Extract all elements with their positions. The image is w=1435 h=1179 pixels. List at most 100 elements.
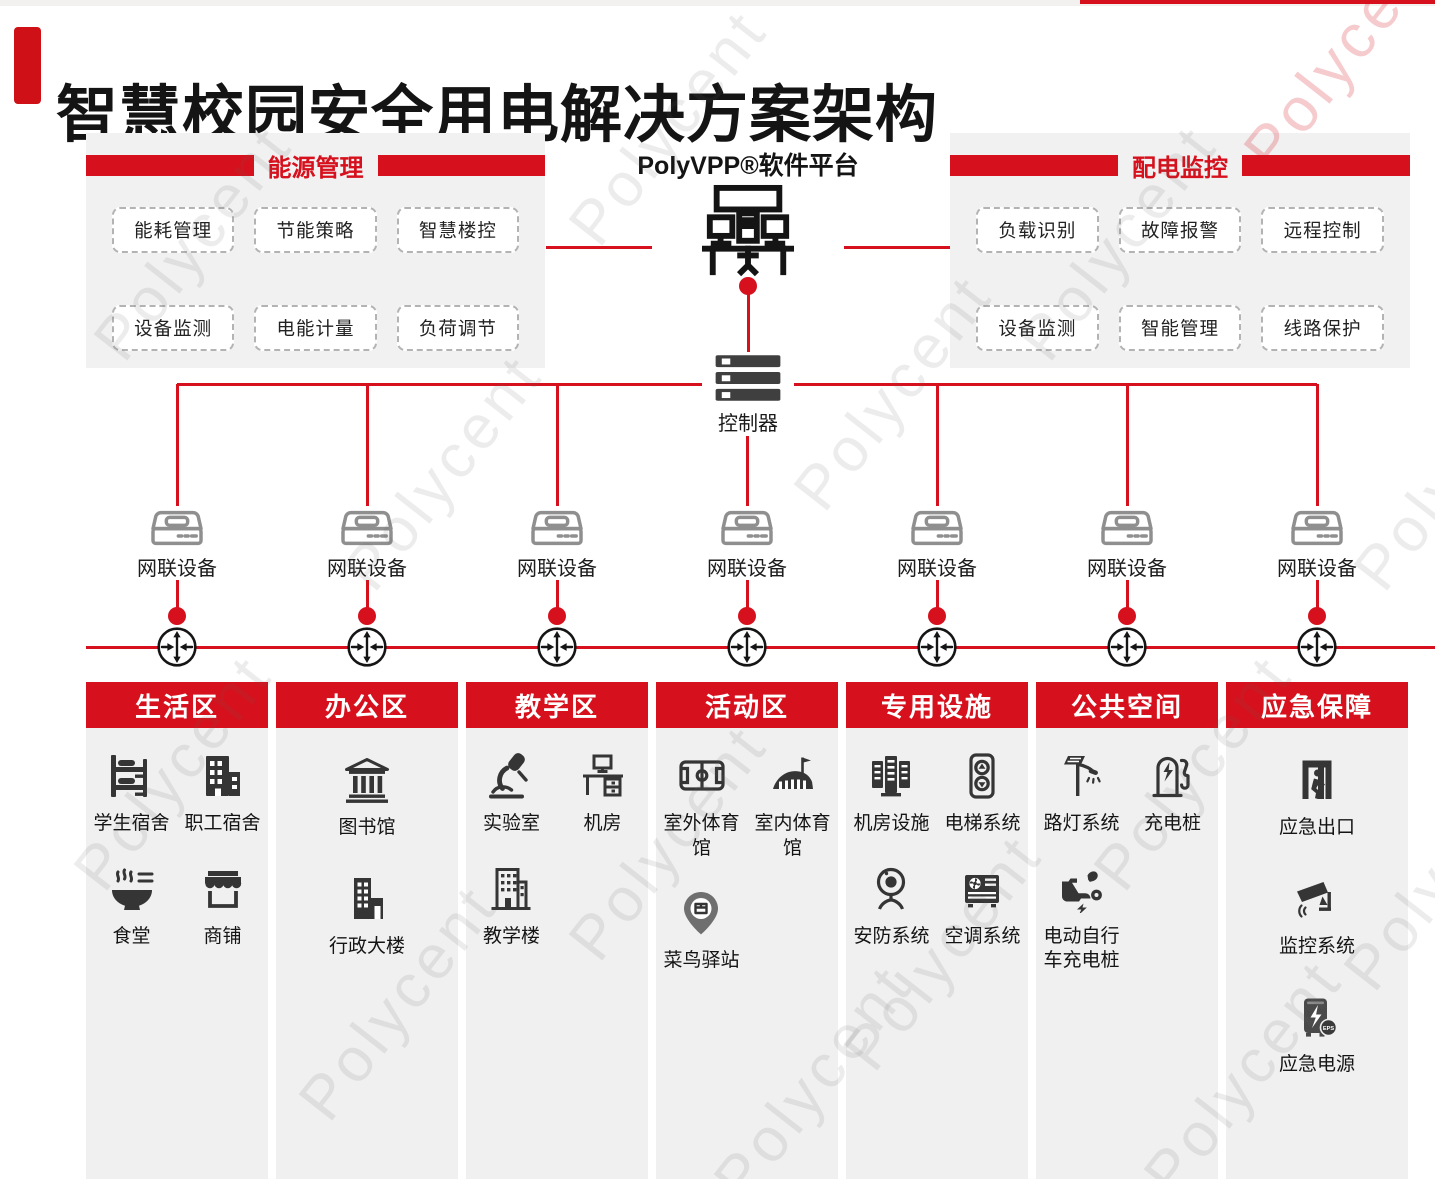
device-label: 网联设备 xyxy=(517,558,597,580)
facility-label: 监控系统 xyxy=(1278,935,1355,957)
device-to-router-line xyxy=(1125,580,1129,614)
eps-power-icon: EPS xyxy=(1293,993,1341,1046)
facility-item: 职工宿舍 xyxy=(184,752,261,837)
zone-1: 生活区学生宿舍职工宿舍食堂商铺 xyxy=(86,682,268,1179)
server-stack-icon xyxy=(702,352,794,404)
feature-box: 智能管理 xyxy=(1118,305,1242,351)
connector-right xyxy=(844,246,950,249)
panel-feature-grid: 负载识别故障报警远程控制设备监测智能管理线路保护 xyxy=(950,183,1410,351)
facility-label: 图书馆 xyxy=(338,817,396,838)
facility-label: 充电桩 xyxy=(1143,813,1201,834)
facility-label: 学生宿舍 xyxy=(93,813,170,834)
admin-building-icon xyxy=(343,875,391,928)
facility-item: 室内体育馆 xyxy=(747,752,838,861)
zone-body: 图书馆行政大楼 xyxy=(276,728,458,1179)
router-icon xyxy=(1295,625,1339,669)
exit-door-icon xyxy=(1293,756,1341,809)
zone-header: 生活区 xyxy=(86,682,268,728)
feature-box: 设备监测 xyxy=(112,305,235,351)
facility-item: 机房设施 xyxy=(853,752,930,837)
header-bar-right xyxy=(1242,155,1410,176)
device-box-icon xyxy=(715,502,779,550)
ev-charger-icon xyxy=(1148,752,1196,805)
facility-label: 路灯系统 xyxy=(1043,813,1120,834)
device-box-icon xyxy=(905,502,969,550)
cctv-icon xyxy=(1293,875,1341,928)
device-box-icon xyxy=(525,502,589,550)
device-to-router-line xyxy=(745,580,749,614)
router-icon xyxy=(345,625,389,669)
school-building-icon xyxy=(487,865,535,918)
feature-box: 远程控制 xyxy=(1261,207,1384,253)
ac-unit-icon xyxy=(958,865,1006,918)
branch-drop-line xyxy=(1125,384,1129,506)
feature-box: 负载识别 xyxy=(976,207,1099,253)
zone-header: 公共空间 xyxy=(1036,682,1218,728)
panel-title: 配电监控 xyxy=(1132,155,1228,182)
svg-text:EPS: EPS xyxy=(1323,1026,1334,1032)
controller-label: 控制器 xyxy=(702,407,794,436)
feature-box: 故障报警 xyxy=(1118,207,1242,253)
facility-label: 菜鸟驿站 xyxy=(663,950,740,972)
top-strip-red xyxy=(1080,0,1435,4)
router-icon xyxy=(155,625,199,669)
facility-label: 应急出口 xyxy=(1278,817,1355,838)
computer-desk-icon xyxy=(579,752,627,805)
facility-item: 图书馆 xyxy=(338,756,396,841)
branch-drop-line xyxy=(555,384,559,506)
facility-item: 菜鸟驿站 xyxy=(663,889,740,974)
facility-label: 空调系统 xyxy=(944,925,1021,947)
facility-item: 食堂 xyxy=(108,865,156,950)
branch-drop-line xyxy=(935,384,939,506)
device-to-router-line xyxy=(175,580,179,614)
zone-header: 办公区 xyxy=(276,682,458,728)
shop-icon xyxy=(199,865,247,918)
facility-label: 机房设施 xyxy=(853,813,930,834)
e-bike-icon xyxy=(1058,865,1106,918)
device-label: 网联设备 xyxy=(1087,558,1167,580)
node-dot xyxy=(358,607,376,625)
zone-body: 路灯系统充电桩电动自行车充电桩 xyxy=(1036,728,1218,1179)
top-strip xyxy=(0,0,1435,6)
zone-body: 室外体育馆室内体育馆菜鸟驿站 xyxy=(656,728,838,1179)
branch-drop-line xyxy=(175,384,179,506)
zone-2: 办公区图书馆行政大楼 xyxy=(276,682,458,1179)
panel-distribution-monitoring: 配电监控 负载识别故障报警远程控制设备监测智能管理线路保护 xyxy=(950,133,1410,368)
router-icon xyxy=(1105,625,1149,669)
facility-item: 学生宿舍 xyxy=(93,752,170,837)
panel-header: 配电监控 xyxy=(950,148,1410,183)
panel-energy-management: 能源管理 能耗管理节能策略智慧楼控设备监测电能计量负荷调节 xyxy=(86,133,545,368)
facility-item: 实验室 xyxy=(483,752,540,837)
security-camera-icon xyxy=(867,865,915,918)
street-light-icon xyxy=(1057,752,1105,805)
node-dot xyxy=(738,607,756,625)
title-accent-bar xyxy=(14,27,41,104)
zone-body: 机房设施电梯系统安防系统空调系统 xyxy=(846,728,1028,1179)
device-to-router-line xyxy=(935,580,939,614)
router-icon xyxy=(535,625,579,669)
facility-label: 职工宿舍 xyxy=(184,813,261,834)
facility-item: 室外体育馆 xyxy=(656,752,747,861)
feature-box: 节能策略 xyxy=(254,207,377,253)
zone-4: 活动区室外体育馆室内体育馆菜鸟驿站 xyxy=(656,682,838,1179)
facility-item: 机房 xyxy=(579,752,627,837)
router-icon xyxy=(915,625,959,669)
stadium-icon xyxy=(769,752,817,805)
node-dot xyxy=(168,607,186,625)
feature-box: 智慧楼控 xyxy=(396,207,519,253)
workstation-icon xyxy=(701,184,795,280)
platform-drop-line xyxy=(746,293,750,356)
facility-item: 电梯系统 xyxy=(944,752,1021,837)
facility-item: 充电桩 xyxy=(1144,752,1201,837)
library-icon xyxy=(343,756,391,809)
facility-item: 路灯系统 xyxy=(1043,752,1120,837)
package-pin-icon xyxy=(677,889,725,942)
node-dot xyxy=(739,277,757,295)
zone-body: 学生宿舍职工宿舍食堂商铺 xyxy=(86,728,268,1179)
device-box-icon xyxy=(1095,502,1159,550)
microscope-icon xyxy=(487,752,535,805)
device-label: 网联设备 xyxy=(707,558,787,580)
